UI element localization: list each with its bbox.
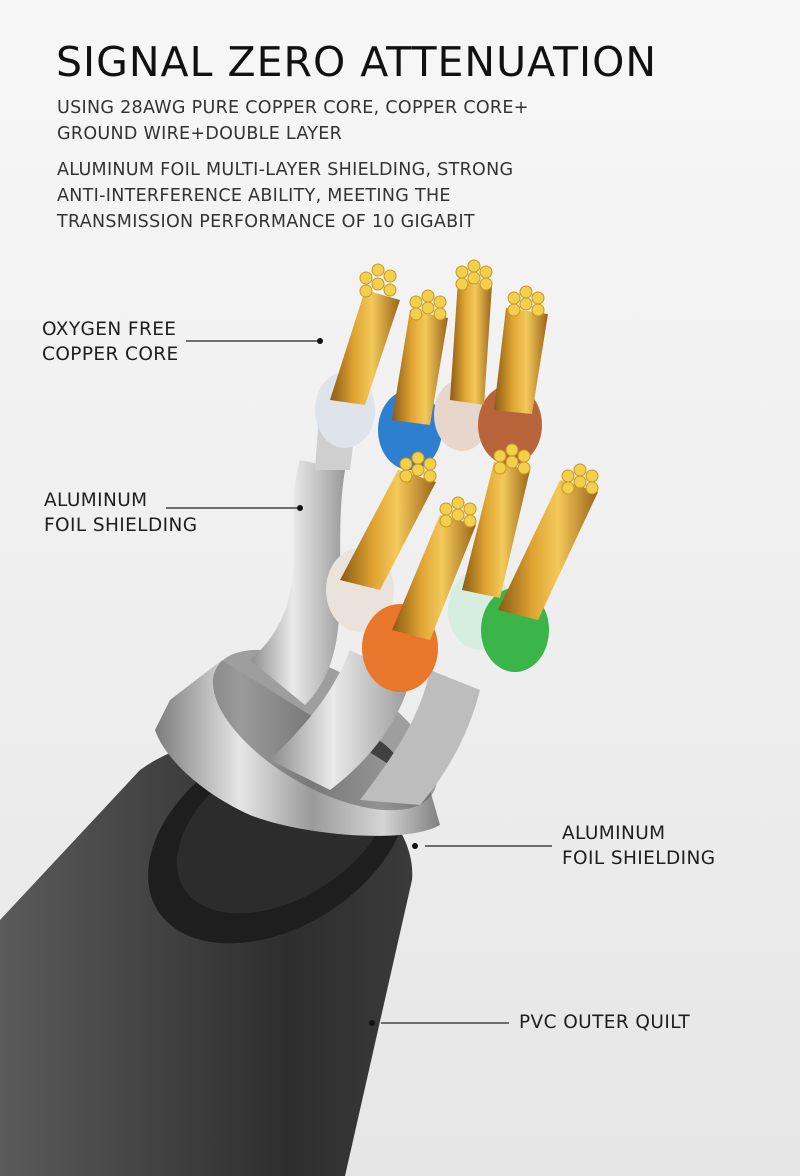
description-line: TRANSMISSION PERFORMANCE OF 10 GIGABIT bbox=[57, 212, 475, 232]
description-line: ALUMINUM FOIL MULTI-LAYER SHIELDING, STR… bbox=[57, 160, 514, 180]
label-line: COPPER CORE bbox=[42, 344, 179, 365]
copper-strand-tips bbox=[359, 259, 599, 528]
description-line: GROUND WIRE+DOUBLE LAYER bbox=[57, 124, 343, 144]
label-line: FOIL SHIELDING bbox=[562, 848, 716, 869]
label-line: ALUMINUM bbox=[562, 823, 666, 844]
description-line: ANTI-INTERFERENCE ABILITY, MEETING THE bbox=[57, 186, 451, 206]
label-pair-foil-shielding: ALUMINUM FOIL SHIELDING bbox=[44, 488, 197, 538]
page-title: SIGNAL ZERO ATTENUATION bbox=[56, 38, 658, 86]
label-pvc-outer-jacket: PVC OUTER QUILT bbox=[519, 1010, 690, 1035]
description-line: USING 28AWG PURE COPPER CORE, COPPER COR… bbox=[57, 98, 529, 118]
label-overall-foil-shielding: ALUMINUM FOIL SHIELDING bbox=[562, 821, 715, 871]
callout-leaders bbox=[166, 340, 552, 1024]
copper-conductors bbox=[330, 280, 598, 640]
label-line: PVC OUTER QUILT bbox=[519, 1012, 691, 1033]
label-line: ALUMINUM bbox=[44, 490, 148, 511]
description-detail: ALUMINUM FOIL MULTI-LAYER SHIELDING, STR… bbox=[57, 157, 617, 235]
description-intro: USING 28AWG PURE COPPER CORE, COPPER COR… bbox=[57, 95, 617, 147]
label-line: OXYGEN FREE bbox=[42, 319, 177, 340]
callout-dots bbox=[297, 338, 418, 1026]
label-line: FOIL SHIELDING bbox=[44, 515, 198, 536]
label-copper-core: OXYGEN FREE COPPER CORE bbox=[42, 317, 179, 367]
